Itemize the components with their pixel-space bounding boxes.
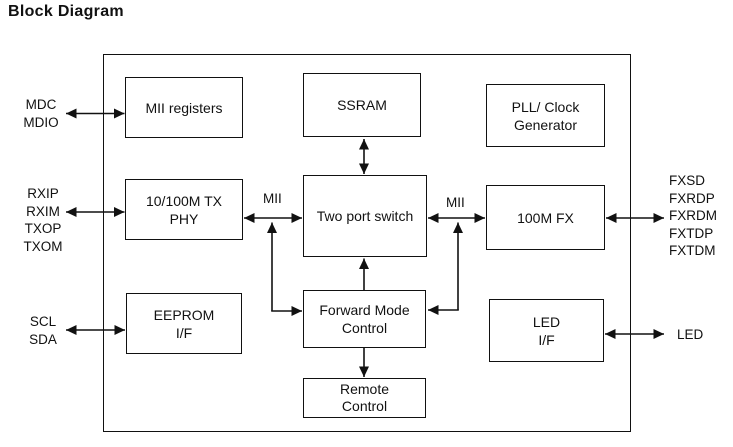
page-title: Block Diagram [8,3,124,20]
pin-label-fxrdp: FXRDP [669,190,715,206]
block-pll-clock-generator: PLL/ Clock Generator [486,84,605,147]
block-label: I/F [538,331,555,348]
bus-label-mii-right: MII [446,195,465,210]
block-label: Control [341,398,388,414]
pin-label-mdio: MDIO [23,114,59,130]
pin-label-rxim: RXIM [26,203,60,219]
block-two-port-switch: Two port switch [303,175,427,257]
pin-label-led: LED [677,327,704,342]
block-label: Remote [339,381,390,397]
block-label: SSRAM [337,97,387,113]
block-label: Forward Mode [319,302,410,318]
block-label: MII registers [145,99,223,116]
block-label: Generator [513,116,578,133]
pin-group-phy: RXIP RXIM TXOP TXOM [14,185,72,255]
pin-label-mdc: MDC [25,97,57,112]
block-label: I/F [175,324,193,341]
block-label: PHY [169,210,199,227]
pin-label-fxsd: FXSD [669,173,706,188]
pin-group-i2c: SCL SDA [14,313,72,348]
block-label: PLL/ Clock [511,98,580,115]
bus-label-mii-left: MII [263,191,282,206]
pin-label-scl: SCL [29,314,57,329]
block-label: Two port switch [316,208,414,224]
pin-group-fx: FXSD FXRDP FXRDM FXTDP FXTDM [669,172,717,260]
block-eeprom-if: EEPROM I/F [126,293,242,354]
pin-label-fxtdp: FXTDP [669,225,714,241]
block-label: Control [341,320,388,336]
pin-label-rxip: RXIP [27,186,59,201]
pin-group-mdio: MDC MDIO [12,96,70,131]
block-label: 100M FX [517,209,574,226]
block-100m-fx: 100M FX [486,185,605,250]
block-mii-registers: MII registers [125,77,243,138]
block-led-if: LED I/F [489,299,604,362]
block-forward-mode-control: Forward Mode Control [303,290,426,348]
block-label: 10/100M TX [145,192,222,209]
block-label: LED [532,313,561,330]
block-ssram: SSRAM [303,73,421,137]
pin-label-fxtdm: FXTDM [669,243,716,259]
pin-label-sda: SDA [29,331,57,347]
pin-label-fxrdm: FXRDM [669,208,717,224]
block-remote-control: Remote Control [303,378,426,418]
chip-boundary [103,54,631,432]
pin-group-led: LED [677,326,703,344]
block-tx-phy: 10/100M TX PHY [125,179,243,240]
pin-label-txop: TXOP [24,221,62,237]
pin-label-txom: TXOM [23,238,63,254]
block-label: EEPROM [153,306,215,323]
